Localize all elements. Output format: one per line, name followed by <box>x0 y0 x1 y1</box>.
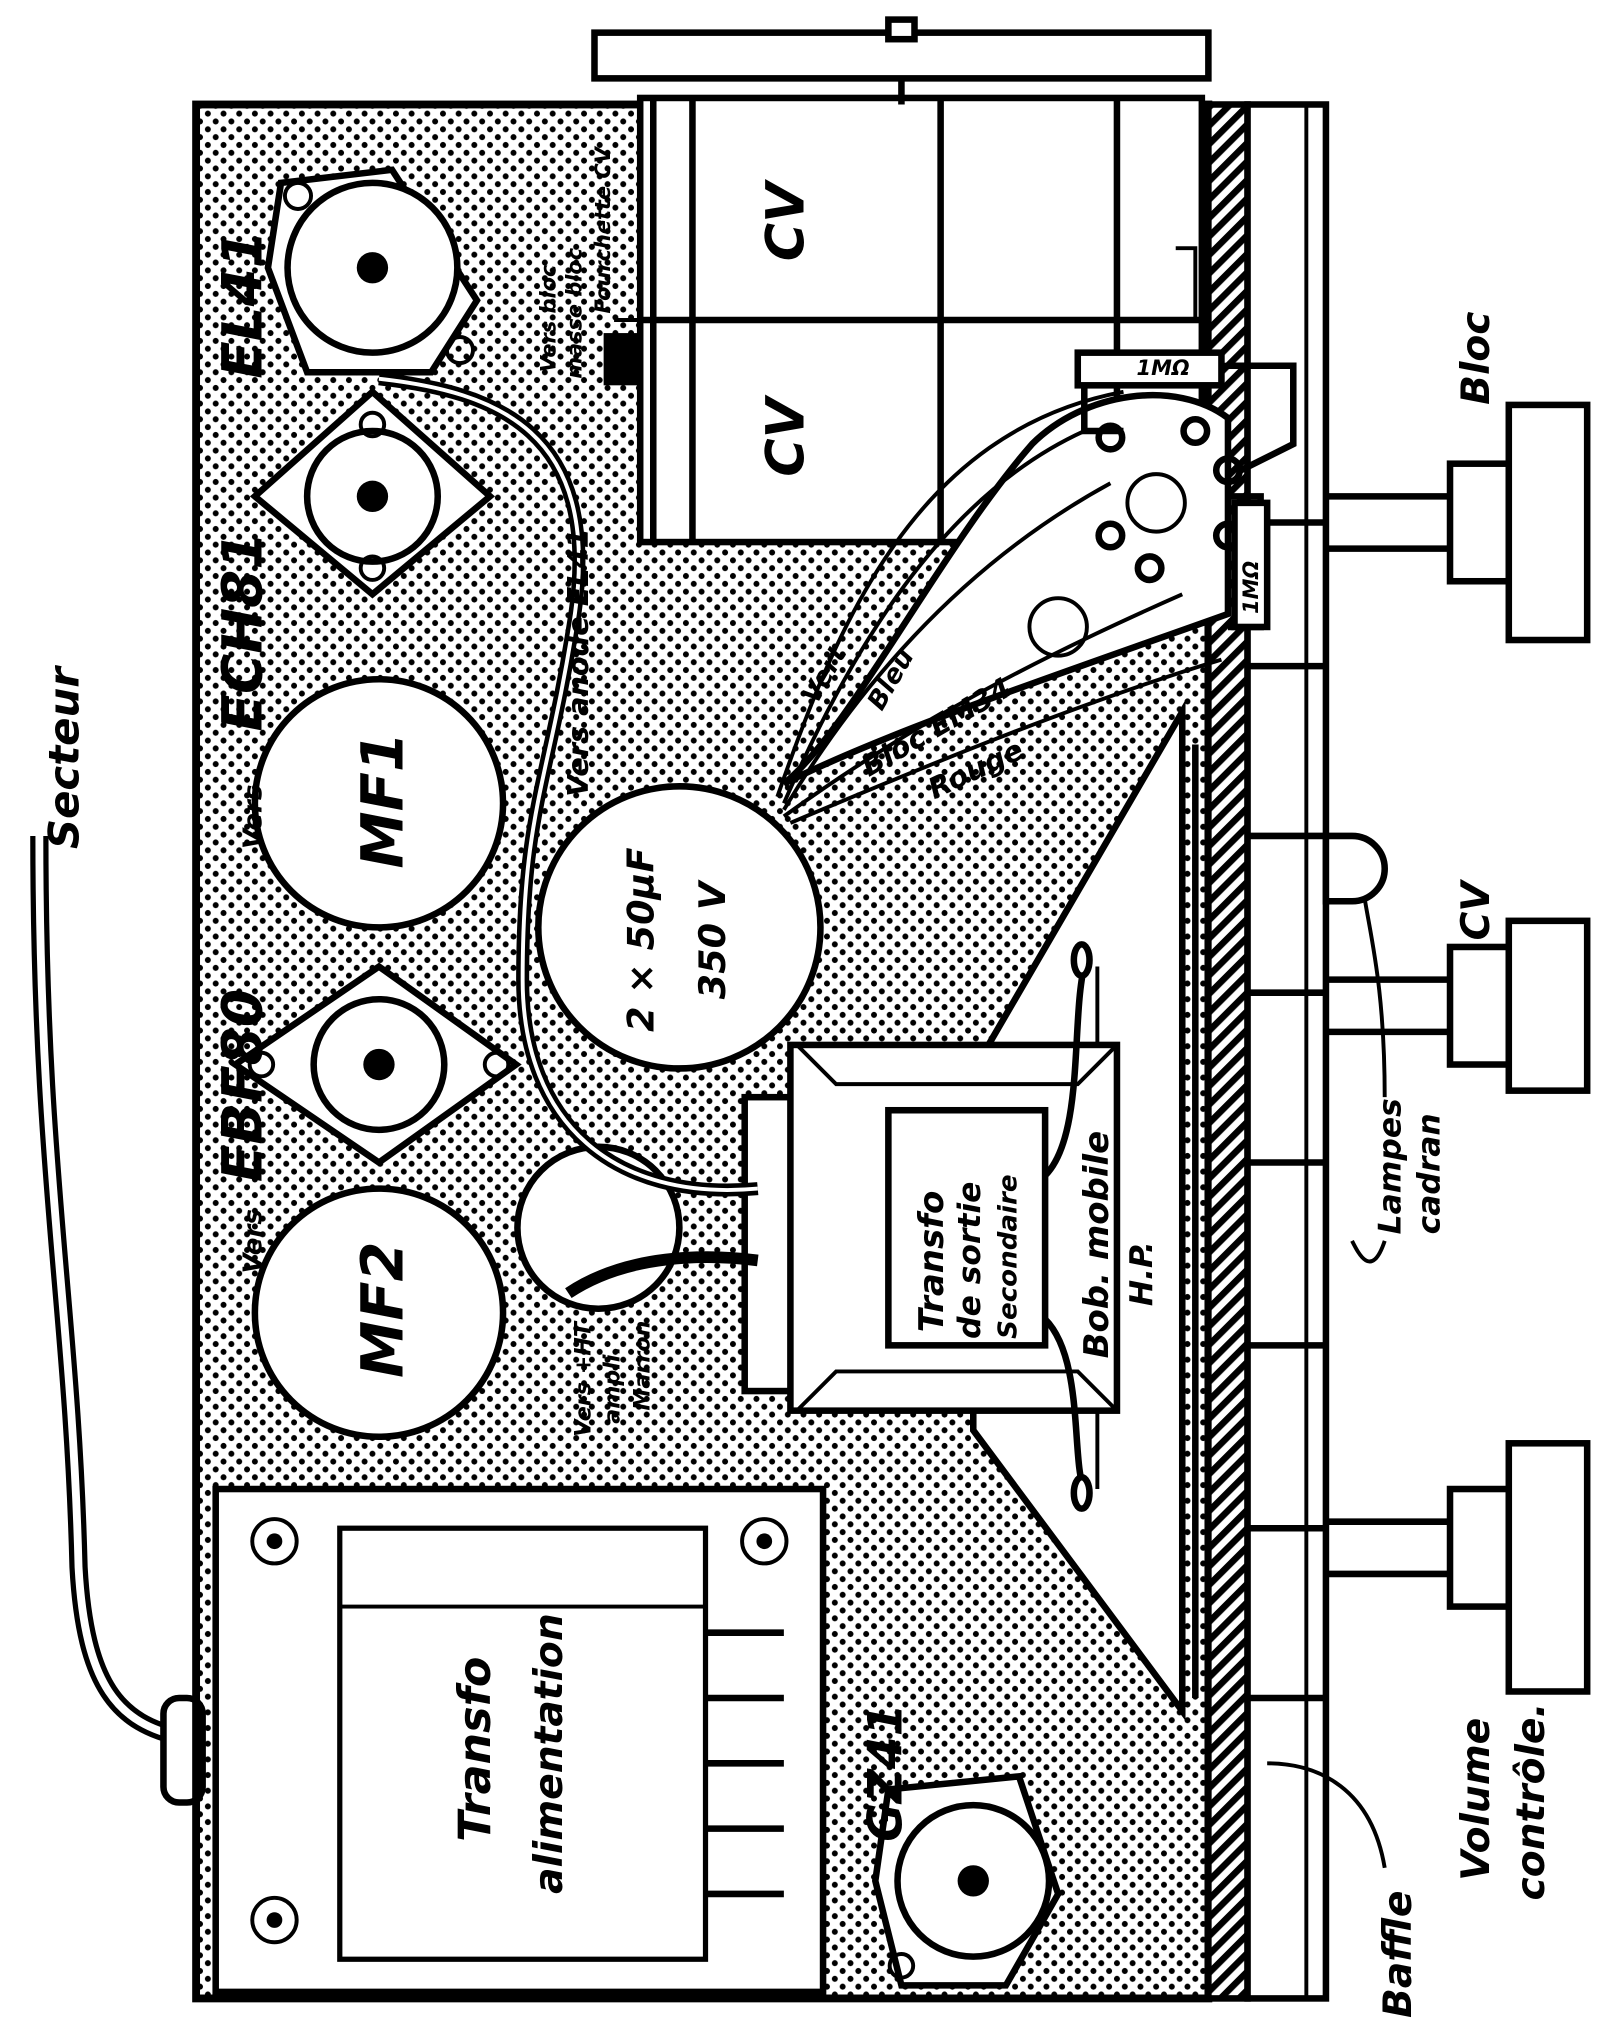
cv-knob[interactable] <box>1325 917 1591 1094</box>
cv-fork-label: Fourchette CV <box>591 145 615 313</box>
to-mf2-label: Vers <box>238 1209 268 1273</box>
resistor-2-label: 1MΩ <box>1239 561 1263 614</box>
dial-lamps-label-1: Lampes <box>1372 1098 1408 1234</box>
voice-coil-label: Bob. mobile <box>1077 1131 1117 1359</box>
el41-tube-socket <box>264 166 481 376</box>
dial-lamps-label-2: cadran <box>1412 1113 1448 1234</box>
capacitor-label-2: 350 V <box>691 879 734 999</box>
cv-label-2: CV <box>756 394 816 476</box>
hp-label: H.P. <box>1124 1241 1160 1306</box>
secondary-label: Secondaire <box>993 1174 1023 1338</box>
mf1-label: MF1 <box>349 732 416 868</box>
small-capacitor <box>514 1143 683 1313</box>
to-mf1-label: Vers <box>238 785 268 849</box>
power-transformer-label-1: Transfo <box>450 1657 501 1842</box>
resistor-1-label: 1MΩ <box>1137 356 1190 380</box>
power-transformer-label-2: alimentation <box>527 1613 572 1894</box>
brown-wire-label: Marron <box>629 1321 655 1411</box>
cv-knob-label: CV <box>1454 879 1499 941</box>
power-transformer <box>212 1485 827 1996</box>
ech81-tube-socket <box>249 387 495 599</box>
mains-label: Secteur <box>40 665 89 849</box>
baffle-label: Baffle <box>1376 1891 1421 2018</box>
chassis-ground-label: masse bloc <box>562 247 586 379</box>
mf2-can <box>251 1185 507 1441</box>
to-anode-label: Vers anode EL41 <box>561 528 595 796</box>
mf1-can <box>251 675 507 931</box>
volume-knob[interactable] <box>1325 1440 1591 1695</box>
volume-label-1: Volume <box>1454 1718 1499 1881</box>
volume-label-2: contrôle. <box>1509 1703 1554 1901</box>
wiring <box>378 372 1223 1299</box>
gz41-label: GZ41 <box>858 1704 913 1842</box>
ech81-label: ECH81 <box>210 532 274 732</box>
ebf80-tube-socket <box>229 962 522 1167</box>
cv-label-1: CV <box>756 179 816 261</box>
to-bloc-label: Vers bloc <box>536 264 560 372</box>
dial-lamp <box>1322 832 1388 905</box>
ampli-label: ampli. <box>599 1346 625 1424</box>
el41-label: EL41 <box>210 230 274 379</box>
front-panel <box>1244 101 1330 2002</box>
capacitor-label-1: 2 × 50µF <box>619 848 662 1032</box>
to-ht-label: Vers +HT <box>571 1320 597 1437</box>
bloc-knob[interactable] <box>1325 401 1591 644</box>
bloc-knob-label: Bloc <box>1454 311 1499 404</box>
mf2-label: MF2 <box>349 1242 416 1378</box>
gz41-tube-socket <box>871 1772 1062 1989</box>
ebf80-label: EBF80 <box>210 989 274 1182</box>
em34-socket <box>781 349 1297 787</box>
output-transformer-label-2: de sortie <box>952 1182 988 1339</box>
output-transformer-label-1: Transfo <box>912 1191 952 1333</box>
electrolytic-capacitor <box>535 783 824 1072</box>
